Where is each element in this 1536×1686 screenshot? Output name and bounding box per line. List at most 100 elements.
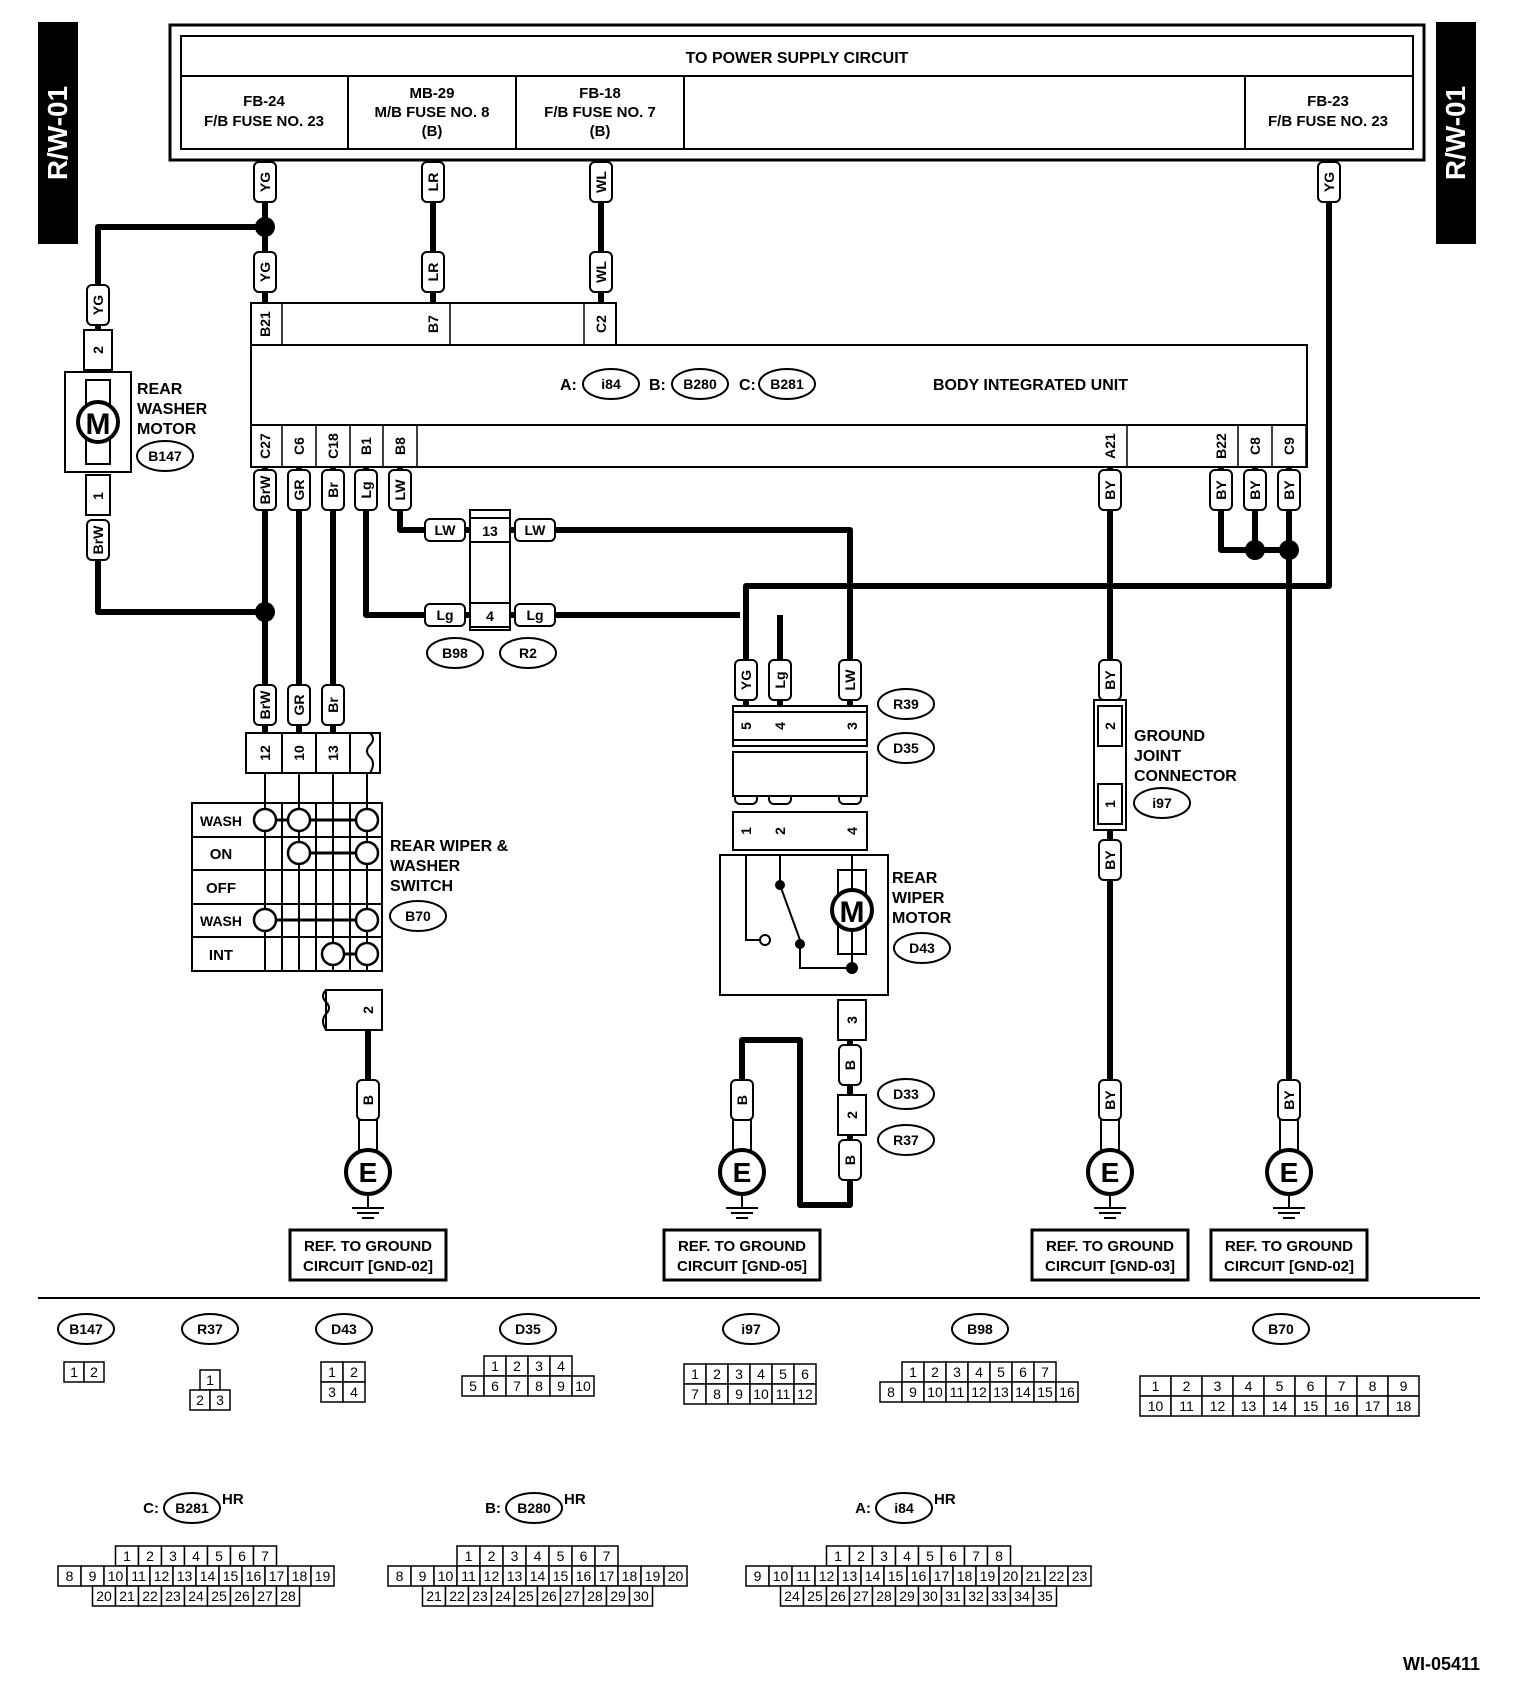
svg-text:B: B [842,1060,858,1070]
biu-bottom-pin: B22 [1213,433,1229,459]
svg-text:2: 2 [196,1392,204,1408]
wire-tag-by: BY [1098,659,1122,701]
svg-text:3: 3 [511,1548,519,1564]
svg-text:12: 12 [971,1384,987,1400]
svg-text:BrW: BrW [257,475,273,505]
svg-text:8: 8 [396,1568,404,1584]
svg-text:20: 20 [96,1588,112,1604]
svg-text:4: 4 [557,1358,565,1374]
svg-text:29: 29 [610,1588,626,1604]
svg-text:5: 5 [215,1548,223,1564]
svg-text:11: 11 [131,1568,146,1584]
svg-text:D43: D43 [331,1321,357,1337]
svg-text:8: 8 [713,1386,721,1402]
svg-text:2: 2 [513,1358,521,1374]
rear-wiper-switch [191,732,383,1031]
svg-text:8: 8 [995,1548,1003,1564]
side-tab-right [1436,22,1476,244]
wire-tag-lw: LW [388,469,412,511]
svg-text:10: 10 [1148,1398,1164,1414]
svg-text:31: 31 [945,1588,961,1604]
svg-text:10: 10 [773,1568,789,1584]
svg-text:B: B [734,1095,750,1105]
wiper-lower-pin-1: 1 [738,827,754,835]
svg-text:C:: C: [143,1500,159,1517]
wire-tag-yg: YG [253,251,277,293]
svg-text:23: 23 [472,1588,488,1604]
svg-text:17: 17 [934,1568,950,1584]
svg-text:32: 32 [968,1588,984,1604]
svg-text:B147: B147 [69,1321,103,1337]
wire-tag-br: Br [321,684,345,726]
svg-text:REF. TO GROUND: REF. TO GROUND [678,1238,806,1255]
svg-text:12: 12 [154,1568,170,1584]
svg-text:B98: B98 [442,645,468,661]
svg-text:REF. TO GROUND: REF. TO GROUND [1225,1238,1353,1255]
svg-text:2: 2 [488,1548,496,1564]
svg-text:3: 3 [169,1548,177,1564]
svg-text:GR: GR [291,695,307,716]
svg-text:16: 16 [1059,1384,1075,1400]
wire-tag-yg: YG [253,161,277,203]
svg-text:19: 19 [980,1568,996,1584]
wire-tag-wl: WL [589,251,613,293]
junction-pin-13: 13 [482,523,498,539]
svg-text:8: 8 [1369,1378,1377,1394]
biu-top-pin: C2 [593,315,609,333]
wiper-upper-pin-3: 3 [844,722,860,730]
svg-text:4: 4 [1245,1378,1253,1394]
biu-bottom-pin: C18 [325,433,341,459]
svg-text:11: 11 [461,1568,476,1584]
svg-text:26: 26 [541,1588,557,1604]
switch-row-off: OFF [206,880,236,897]
svg-text:9: 9 [754,1568,762,1584]
svg-text:18: 18 [622,1568,638,1584]
svg-text:11: 11 [796,1568,811,1584]
switch-pin-12: 12 [257,745,273,761]
svg-text:Br: Br [325,697,341,713]
svg-text:26: 26 [830,1588,846,1604]
svg-text:15: 15 [888,1568,904,1584]
conn-label-r2: R2 [499,637,557,669]
svg-text:B:: B: [485,1500,501,1517]
svg-text:6: 6 [238,1548,246,1564]
switch-label-l1: REAR WIPER & [390,838,509,855]
svg-text:19: 19 [315,1568,331,1584]
svg-text:34: 34 [1014,1588,1030,1604]
gjc-l1: GROUND [1134,728,1205,745]
svg-text:1: 1 [328,1364,336,1380]
wiper-gnd-pin-3: 3 [844,1016,860,1024]
svg-text:LW: LW [842,669,858,691]
switch-contacts [252,807,380,967]
svg-text:B281: B281 [175,1500,209,1516]
svg-text:14: 14 [530,1568,546,1584]
svg-text:D35: D35 [515,1321,541,1337]
svg-text:R37: R37 [197,1321,223,1337]
svg-text:10: 10 [575,1378,591,1394]
svg-text:22: 22 [449,1588,465,1604]
side-tab-right-label: R/W-01 [1440,86,1471,180]
wire-tag-yg: YG [734,659,758,701]
svg-text:Lg: Lg [772,671,788,688]
svg-text:BrW: BrW [90,525,106,555]
svg-text:LR: LR [425,263,441,282]
biu-label: BODY INTEGRATED UNIT [933,377,1128,394]
power-supply-box [168,23,1426,162]
svg-text:2: 2 [931,1364,939,1380]
rear-washer-motor [64,329,132,516]
svg-text:BrW: BrW [257,690,273,720]
wire-tag-b: B [838,1139,862,1181]
wire-tag-by: BY [1098,839,1122,881]
svg-text:11: 11 [776,1386,791,1402]
svg-text:LR: LR [425,173,441,192]
svg-text:1: 1 [1152,1378,1160,1394]
svg-text:CIRCUIT [GND-02]: CIRCUIT [GND-02] [1224,1258,1354,1275]
wire-tag-b: B [730,1079,754,1121]
svg-text:25: 25 [211,1588,227,1604]
svg-text:16: 16 [1334,1398,1350,1414]
